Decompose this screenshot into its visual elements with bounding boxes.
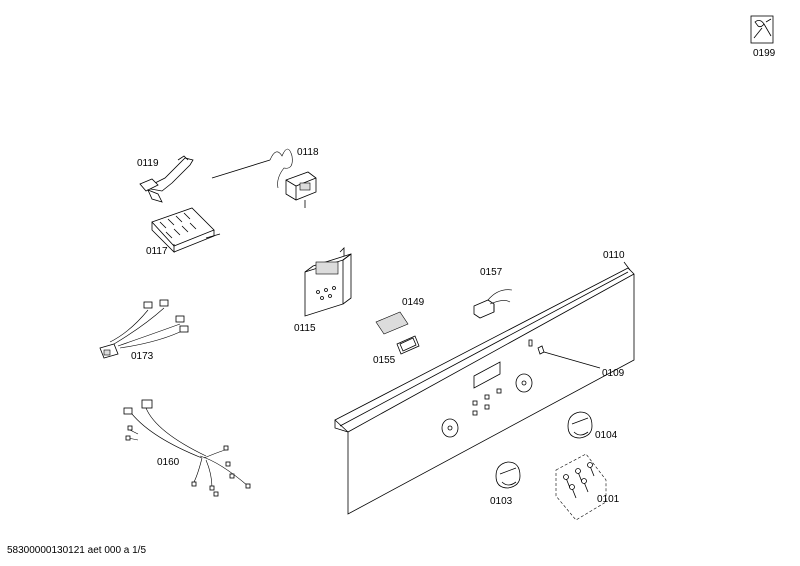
- window-frame-part: [396, 335, 420, 355]
- part-label-0104: 0104: [595, 430, 618, 441]
- document-code: 58300000130121 aet 000 a 1/5: [7, 545, 146, 556]
- switch-module-part: [304, 247, 352, 317]
- lamp-switch-part: [473, 289, 513, 319]
- display-window-part: [375, 311, 409, 335]
- part-label-0149: 0149: [402, 297, 425, 308]
- part-label-0115: 0115: [294, 323, 316, 334]
- part-label-0109: 0109: [602, 368, 625, 379]
- tool-icon: [750, 15, 774, 44]
- knob-left-part: [495, 461, 521, 489]
- knob-right-part: [567, 411, 593, 439]
- part-label-0118: 0118: [297, 147, 319, 158]
- part-label-0103: 0103: [490, 496, 513, 507]
- part-label-0117: 0117: [146, 246, 168, 257]
- bracket-part: [139, 155, 194, 203]
- control-panel-part: [334, 267, 635, 515]
- part-label-0110: 0110: [603, 250, 625, 261]
- part-label-0173: 0173: [131, 351, 154, 362]
- wire-harness-part: [123, 399, 251, 497]
- part-label-0160: 0160: [157, 457, 180, 468]
- part-label-0157: 0157: [480, 267, 503, 278]
- indicator-part: [537, 345, 601, 369]
- part-label-0119: 0119: [137, 158, 159, 169]
- wire-set-part: [99, 299, 189, 359]
- thermostat-part: [211, 148, 317, 208]
- terminal-block-part: [151, 207, 221, 253]
- screw-set-part: [555, 453, 607, 521]
- part-label-0155: 0155: [373, 355, 396, 366]
- part-label-0101: 0101: [597, 494, 620, 505]
- part-label-0199: 0199: [753, 48, 776, 59]
